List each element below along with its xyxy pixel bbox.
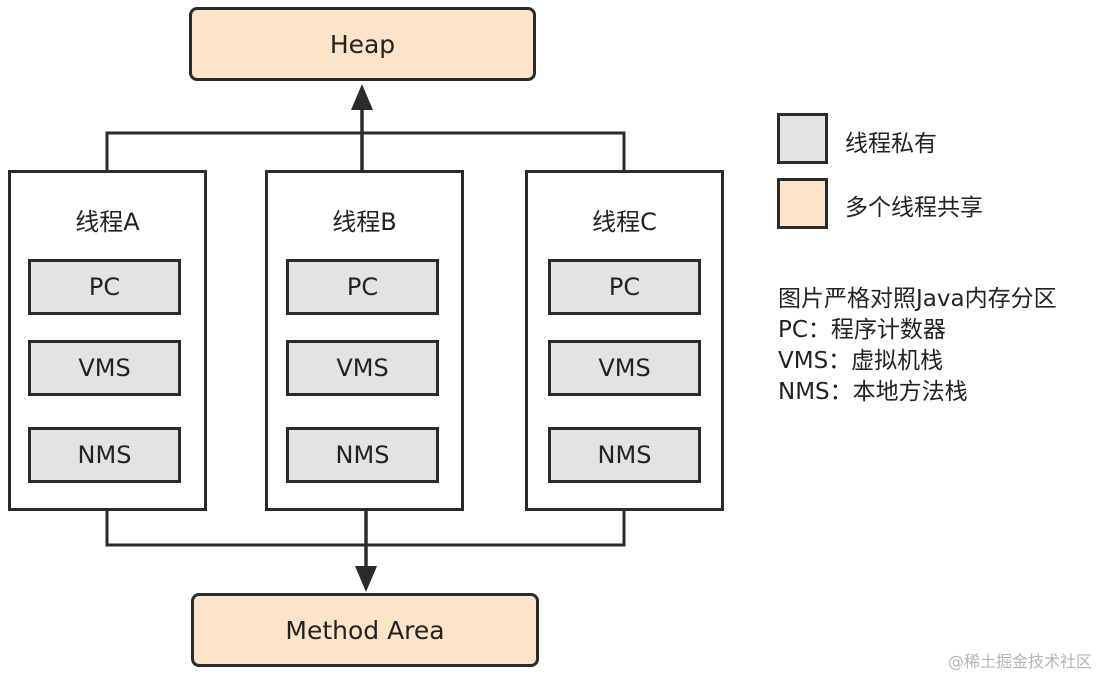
thread-c-pc: PC <box>548 259 701 315</box>
notes-line: NMS：本地方法栈 <box>778 379 968 405</box>
thread-b-pc: PC <box>286 259 439 315</box>
legend-swatch-private <box>777 113 828 164</box>
thread-a-vms-label: VMS <box>78 354 131 382</box>
thread-a-box: 线程A PC VMS NMS <box>8 170 207 511</box>
thread-a-pc-label: PC <box>88 273 121 301</box>
thread-b-vms: VMS <box>286 340 439 396</box>
heap-label: Heap <box>329 29 396 59</box>
thread-c-vms: VMS <box>548 340 701 396</box>
notes-line: PC：程序计数器 <box>778 317 946 343</box>
legend-label-private: 线程私有 <box>845 131 937 157</box>
legend-swatch-shared <box>777 178 828 229</box>
heap-box: Heap <box>189 7 536 81</box>
thread-b-nms: NMS <box>286 427 439 483</box>
legend-label-shared: 多个线程共享 <box>845 195 983 221</box>
thread-a-nms-label: NMS <box>77 441 132 469</box>
thread-c-nms: NMS <box>548 427 701 483</box>
thread-a-title: 线程A <box>75 208 140 236</box>
method-area-label: Method Area <box>285 615 445 645</box>
thread-c-title: 线程C <box>592 208 657 236</box>
notes-block: 图片严格对照Java内存分区 PC：程序计数器 VMS：虚拟机栈 NMS：本地方… <box>778 284 1057 408</box>
thread-b-pc-label: PC <box>346 273 379 301</box>
method-area-box: Method Area <box>191 593 539 667</box>
thread-c-box: 线程C PC VMS NMS <box>525 170 724 511</box>
thread-c-vms-label: VMS <box>598 354 651 382</box>
thread-b-title: 线程B <box>332 208 397 236</box>
thread-b-box: 线程B PC VMS NMS <box>265 170 464 511</box>
watermark: @稀土掘金技术社区 <box>947 652 1092 671</box>
notes-line: VMS：虚拟机栈 <box>778 348 944 374</box>
thread-a-vms: VMS <box>28 340 181 396</box>
thread-c-pc-label: PC <box>608 273 641 301</box>
thread-a-nms: NMS <box>28 427 181 483</box>
heap-arrowhead <box>351 84 373 110</box>
thread-b-vms-label: VMS <box>336 354 389 382</box>
method-area-arrowhead <box>355 566 377 592</box>
notes-line: 图片严格对照Java内存分区 <box>778 286 1057 312</box>
thread-a-pc: PC <box>28 259 181 315</box>
thread-c-nms-label: NMS <box>597 441 652 469</box>
top-bus-line <box>105 131 626 172</box>
thread-b-nms-label: NMS <box>335 441 390 469</box>
